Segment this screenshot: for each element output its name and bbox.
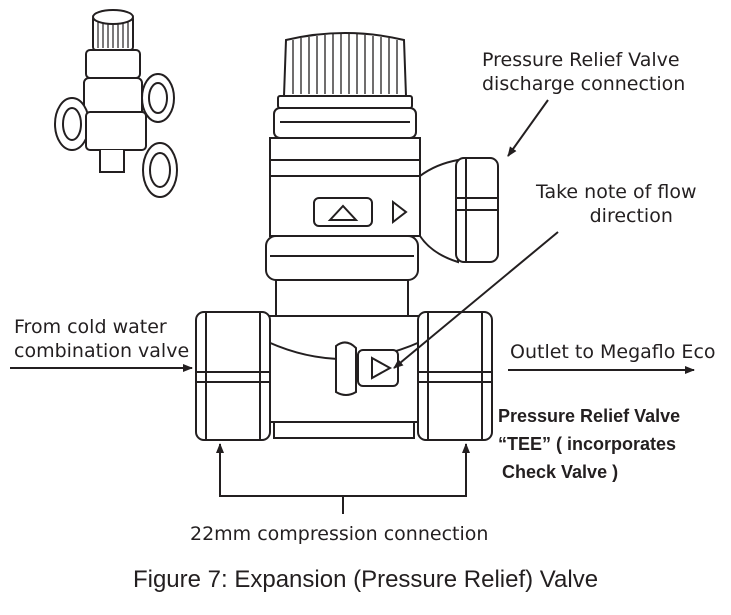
label-flow-note-line-1: Take note of flow [536,181,697,203]
label-outlet: Outlet to Megaflo Eco [510,340,716,364]
valve-body [195,32,499,441]
label-tee-line-3: Check Valve ) [502,462,619,482]
bracket-compression [219,444,467,497]
label-flow-note: Take note of flow direction [536,180,697,228]
label-tee: Pressure Relief Valve “TEE” ( incorporat… [498,402,680,486]
label-inlet: From cold water combination valve [14,315,189,363]
flow-direction-arrow-icon [371,356,393,380]
figure-caption: Figure 7: Expansion (Pressure Relief) Va… [132,566,599,593]
valve-isometric-thumbnail [54,9,178,198]
label-compression-line-1: 22mm compression connection [190,523,489,545]
label-prv-discharge-line-1: Pressure Relief Valve [482,49,680,71]
label-flow-note-line-2: direction [589,205,673,227]
label-prv-discharge: Pressure Relief Valve discharge connecti… [482,48,685,96]
arrow-flow-note [393,231,559,369]
label-tee-line-2: “TEE” ( incorporates [498,434,677,454]
label-tee-line-1: Pressure Relief Valve [498,406,681,426]
label-compression: 22mm compression connection [190,522,488,546]
label-prv-discharge-line-2: discharge connection [482,73,686,95]
label-inlet-line-1: From cold water [14,316,167,338]
label-outlet-line-1: Outlet to Megaflo Eco [510,341,716,363]
arrow-discharge [507,99,549,157]
label-inlet-line-2: combination valve [14,340,190,362]
annotation-arrows [10,99,695,514]
